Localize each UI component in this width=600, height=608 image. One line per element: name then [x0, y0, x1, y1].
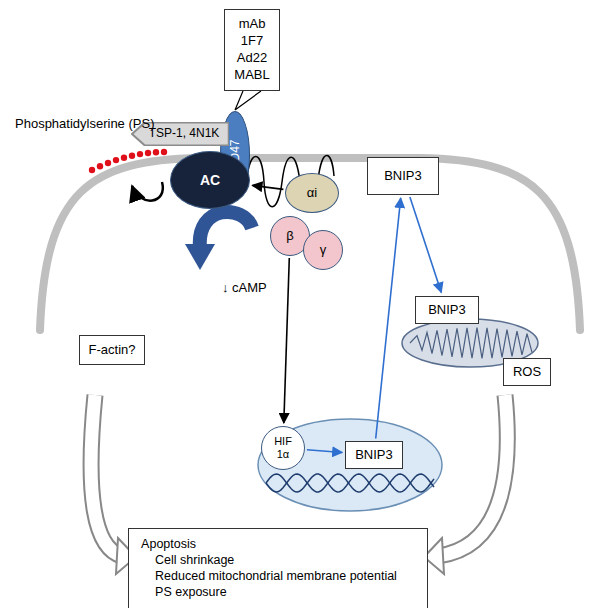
ros-box: ROS — [503, 358, 551, 387]
node-label: TSP-1, 4N1K — [149, 126, 220, 142]
dna-strand — [266, 474, 434, 492]
protein-box: BNIP3 — [415, 296, 479, 325]
ac-arrow — [200, 212, 252, 248]
flip-arrow — [132, 182, 163, 201]
node-label: ROS — [513, 364, 541, 381]
protein-box: BNIP3 — [367, 157, 439, 195]
node-label: BNIP3 — [355, 447, 393, 464]
enzyme-ellipse: AC — [170, 151, 250, 209]
node-label: F-actin? — [89, 342, 136, 359]
node-label: AC — [200, 171, 220, 189]
gene-box: BNIP3 — [345, 441, 403, 470]
big-arrow-right-inner — [438, 395, 507, 556]
node-label: Apoptosis — [141, 536, 196, 552]
node-line: PS exposure — [141, 584, 227, 600]
annotation-label: Phosphatidylserine (PS) — [15, 116, 154, 131]
node-label: BNIP3 — [384, 168, 422, 185]
product-label: ↓ cAMP — [222, 280, 267, 295]
outcome-box: ApoptosisCell shrinkageReduced mitochond… — [128, 528, 428, 608]
antibody-box: mAb 1F7 Ad22 MABL — [224, 9, 279, 91]
node-line: Cell shrinkage — [141, 552, 234, 568]
connector-arrow — [252, 185, 283, 189]
big-arrow-right — [438, 395, 507, 556]
node-label: αi — [307, 185, 317, 202]
cell-membrane — [40, 158, 580, 330]
cristae — [410, 328, 532, 359]
node-label: HIF 1α — [274, 435, 292, 460]
factor-circle: HIF 1α — [261, 426, 305, 470]
g-protein-alpha: αi — [285, 173, 339, 213]
nucleus — [258, 419, 442, 511]
node-line: Reduced mitochondrial membrane potential — [141, 568, 397, 584]
node-label: β — [286, 228, 293, 245]
connector-arrow — [307, 450, 342, 453]
node-label: γ — [320, 242, 327, 259]
node-label: mAb 1F7 Ad22 MABL — [234, 16, 269, 84]
ps-dots — [89, 149, 167, 173]
big-arrow-left-inner — [91, 395, 122, 556]
connector-arrow — [235, 91, 261, 110]
connector-arrow — [284, 258, 290, 423]
node-label: BNIP3 — [428, 302, 466, 319]
ac-arrow-head — [185, 244, 215, 270]
connector-arrow — [410, 197, 441, 293]
connector-arrow — [376, 198, 401, 439]
big-arrow-left — [91, 395, 122, 556]
g-protein-gamma: γ — [303, 230, 343, 270]
dna-strand — [266, 474, 434, 492]
question-box: F-actin? — [79, 335, 146, 365]
